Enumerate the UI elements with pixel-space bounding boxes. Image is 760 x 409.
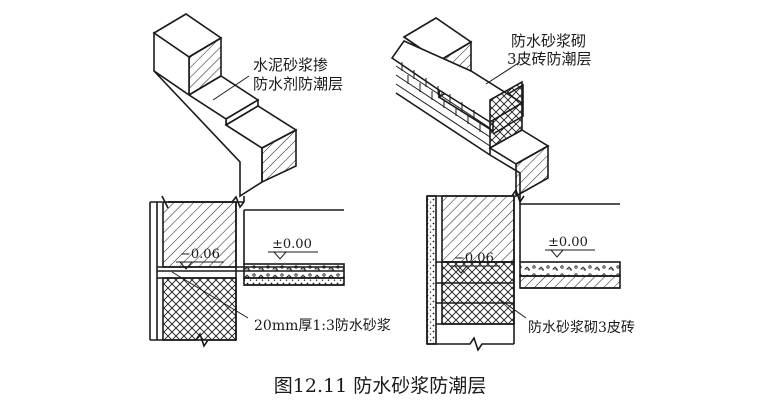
- top-left-label-line2: 防水剂防潮层: [253, 75, 343, 93]
- top-right-label-line2: 3皮砖防潮层: [507, 50, 592, 68]
- panel-bottom-right-section: [426, 188, 621, 352]
- top-left-label-line1: 水泥砂浆掺: [253, 56, 328, 74]
- panel-bottom-left-section: [149, 195, 345, 348]
- panel-top-left-leader: [212, 75, 250, 101]
- figure-caption: 图12.11 防水砂浆防潮层: [274, 375, 486, 397]
- panel-top-left-wall: [152, 13, 298, 198]
- bottom-left-level-course: −0.06: [180, 247, 220, 262]
- bottom-left-note: 20mm厚1:3防水砂浆: [254, 318, 391, 334]
- bottom-left-level-floor: ±0.00: [272, 237, 312, 252]
- panel-bottom-right-level-marks: [450, 249, 595, 274]
- bottom-right-note: 防水砂浆砌3皮砖: [528, 320, 635, 336]
- top-right-label-line1: 防水砂浆砌: [511, 32, 586, 50]
- panel-top-right-wall: [390, 17, 550, 205]
- panel-top-right-leader: [485, 61, 521, 85]
- panel-bottom-left-leader: [171, 271, 249, 319]
- bottom-right-level-floor: ±0.00: [548, 235, 588, 250]
- panel-bottom-right-leader: [494, 295, 527, 319]
- panel-bottom-left-level-marks: [176, 251, 318, 270]
- bottom-right-level-course: −0.06: [454, 251, 494, 266]
